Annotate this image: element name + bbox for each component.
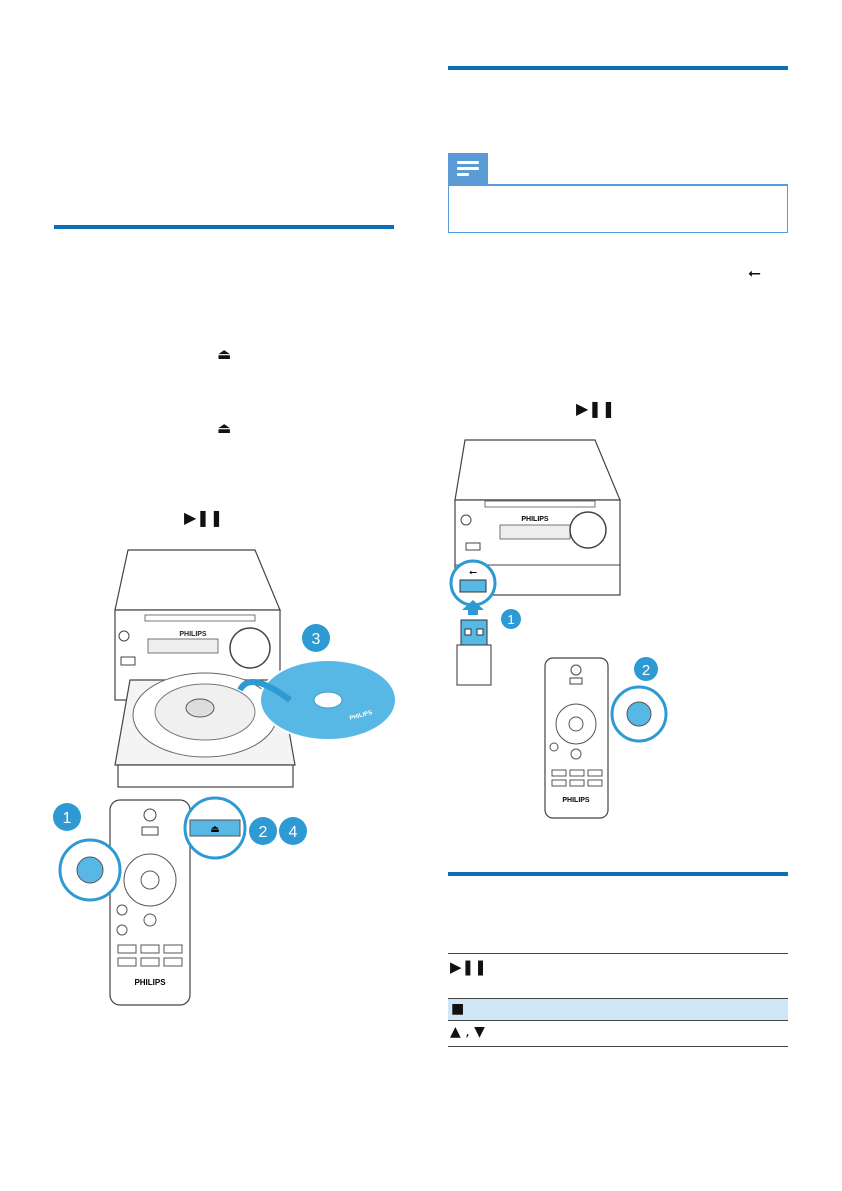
unit-brand-label: PHILIPS <box>521 516 549 523</box>
disc-brand-label: PHILIPS <box>349 710 373 722</box>
remote-brand-label: PHILIPS <box>134 978 166 987</box>
note-icon <box>448 153 488 185</box>
play-pause-icon: ▶❚❚ <box>184 508 224 527</box>
note-box <box>448 184 788 233</box>
step-4-badge: 4 <box>289 824 298 841</box>
unit-brand-label: PHILIPS <box>179 631 207 638</box>
step-1-badge: 1 <box>63 810 72 827</box>
remote-brand-label: PHILIPS <box>562 797 590 804</box>
eject-icon: ⏏ <box>217 419 232 437</box>
table-row: ▲ , ▼ <box>448 1021 788 1047</box>
svg-text:⏏: ⏏ <box>210 824 219 835</box>
eject-icon: ⏏ <box>217 345 232 363</box>
svg-text:⭠: ⭠ <box>469 567 477 578</box>
up-down-arrows-icon: ▲ , ▼ <box>450 1024 485 1040</box>
section-rule-usb <box>448 66 788 70</box>
usb-connect-illustration: PHILIPS ⭠ 1 <box>449 439 621 686</box>
step-2-badge: 2 <box>642 662 650 679</box>
table-row: ▶❚❚ <box>448 953 788 999</box>
step-2-badge: 2 <box>259 824 268 841</box>
remote-illustration-usb: PHILIPS 2 <box>544 657 668 819</box>
section-rule-disc <box>54 225 394 229</box>
step-3-badge: 3 <box>312 631 321 648</box>
play-pause-icon: ▶❚❚ <box>450 958 487 976</box>
usb-icon: ⭠ <box>748 263 761 282</box>
section-rule-table <box>448 872 788 876</box>
stop-icon: ■ <box>451 1001 465 1017</box>
disc-loading-illustration: PHILIPS PHILIPS 3 <box>114 549 397 788</box>
step-1-badge: 1 <box>507 612 514 627</box>
remote-illustration-disc: PHILIPS ⏏ 1 2 4 <box>53 796 307 1006</box>
play-pause-icon: ▶❚❚ <box>576 399 616 418</box>
table-row: ■ <box>448 999 788 1021</box>
